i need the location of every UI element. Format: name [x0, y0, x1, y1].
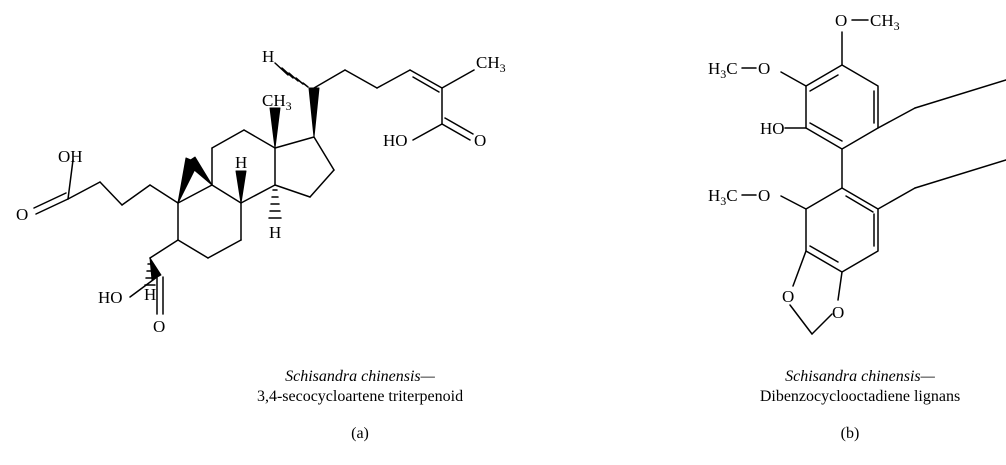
- bond-c25-ch3: [441, 69, 475, 89]
- bond-o-upper: [780, 71, 807, 87]
- atom-o-bottom: O: [153, 317, 165, 336]
- bond-bridge-upper-1: [877, 107, 916, 129]
- bond-o-lower: [780, 195, 807, 210]
- bond-c5-c6: [177, 239, 209, 259]
- caption-b-compound: Dibenzocyclooctadiene lignans: [759, 388, 961, 405]
- lignan-structure: [780, 31, 1006, 335]
- ring-lower-double-2: [845, 195, 874, 213]
- bond-ch2-right: [811, 313, 833, 335]
- atom-ho-bottom: HO: [98, 288, 123, 307]
- atom-o-ring-bottom: O: [832, 303, 844, 322]
- caption-a: Schisandra chinensis— 3,4-secocycloarten…: [180, 367, 540, 407]
- ring-upper-double-3: [809, 122, 843, 142]
- bond-c22-c23: [344, 69, 378, 89]
- bond-c20-c22: [313, 69, 346, 89]
- hash-h-c14: [268, 189, 282, 219]
- bond-c5-c4: [149, 239, 179, 259]
- ring-lower-double-3: [809, 245, 839, 263]
- ring-upper: [805, 64, 879, 150]
- atom-ch3-top: CH3: [870, 11, 900, 33]
- bond-bridge-lower-2: [914, 159, 1006, 189]
- caption-a-compound: 3,4-secocycloartene triterpenoid: [256, 388, 464, 405]
- atom-h3c-lower: H3C: [708, 186, 738, 208]
- bond-c11-c12: [211, 129, 245, 149]
- bond-c-ho: [129, 276, 158, 298]
- bond-chain-1: [99, 181, 123, 206]
- panel-label-a: (a): [351, 425, 369, 442]
- wedge-h-c8: [235, 170, 247, 204]
- wedge-c17-c20: [308, 87, 320, 138]
- caption-b-species: Schisandra chinensis—: [785, 368, 935, 385]
- caption-b: Schisandra chinensis— Dibenzocyclooctadi…: [725, 367, 995, 407]
- bond-c24-c25: [409, 69, 443, 89]
- bond-c15-c14: [274, 184, 311, 198]
- caption-a-species: Schisandra chinensis—: [285, 368, 435, 385]
- bond-chain-2: [121, 184, 151, 206]
- bond-chain-3: [149, 184, 179, 204]
- bond-c10-c9: [177, 184, 213, 204]
- atom-h-c14: H: [269, 223, 281, 242]
- ring-upper-double-2: [809, 74, 839, 92]
- atom-ch3-c18: CH3: [262, 91, 292, 113]
- bond-c26-o-1: [441, 123, 471, 141]
- atom-h3c-upper: H3C: [708, 59, 738, 81]
- bond-o-ring-bottom: [837, 271, 843, 301]
- wedge-c4-cooh: [149, 257, 162, 281]
- bond-bridge-upper-2: [914, 79, 1006, 109]
- bond-bridge-lower-1: [877, 187, 916, 210]
- ring-lower: [805, 187, 879, 273]
- atom-o-upper: O: [758, 59, 770, 78]
- bond-cooh-c-o: [67, 181, 101, 200]
- bond-c24-c25-double: [412, 76, 440, 93]
- bond-ch2-left: [789, 304, 813, 335]
- atom-ho: HO: [760, 119, 785, 138]
- bond-c6-c7: [207, 239, 242, 259]
- bond-c16-c15: [309, 169, 335, 198]
- bond-c-oh: [67, 159, 74, 200]
- atom-ch3-side: CH3: [476, 53, 506, 75]
- bond-c13-c17: [274, 136, 315, 149]
- wedge-cyclopropane-right: [185, 156, 213, 186]
- bond-c9-c8: [211, 184, 242, 204]
- hash-h-c4: [144, 263, 156, 286]
- bond-c12-c13: [243, 129, 276, 149]
- atom-o-ring-left: O: [782, 287, 794, 306]
- atom-h-c8: H: [235, 153, 247, 172]
- wedge-c18-methyl: [269, 107, 281, 149]
- panel-label-b: (b): [840, 425, 860, 442]
- bond-c17-c16: [313, 136, 335, 171]
- bond-c23-c24: [376, 69, 411, 89]
- bond-carbonyl-1: [35, 198, 69, 215]
- atom-o-side: O: [474, 131, 486, 150]
- atom-o-top: O: [835, 11, 847, 30]
- atom-ho-side: HO: [383, 131, 408, 150]
- bond-o-ring-left: [792, 250, 807, 287]
- atom-oh-top: OH: [58, 147, 83, 166]
- atom-o-left: O: [16, 205, 28, 224]
- bond-carbonyl-2: [33, 192, 67, 209]
- bond-c26-oh: [412, 123, 443, 141]
- hash-h-c20: [274, 62, 309, 88]
- bond-c14-c8: [240, 184, 276, 204]
- atom-h-c4: H: [144, 285, 156, 304]
- atom-o-lower: O: [758, 186, 770, 205]
- bond-c26-o-2: [444, 117, 474, 135]
- triterpenoid-structure: [33, 62, 475, 315]
- atom-h-c20: H: [262, 47, 274, 66]
